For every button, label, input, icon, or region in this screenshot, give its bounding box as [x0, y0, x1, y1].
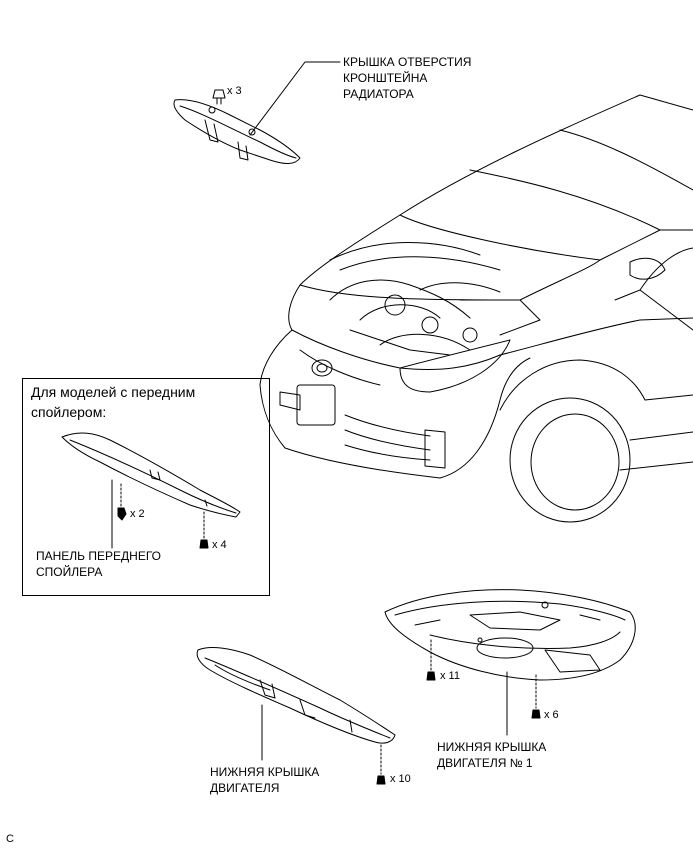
- engine-under-cover-1-part: [384, 589, 636, 736]
- label-radiator-cover: КРЫШКА ОТВЕРСТИЯ КРОНШТЕЙНА РАДИАТОРА: [343, 55, 472, 101]
- label-engine-under-cover-1: НИЖНЯЯ КРЫШКА ДВИГАТЕЛЯ № 1: [437, 740, 547, 770]
- label-engine-under-cover: НИЖНЯЯ КРЫШКА ДВИГАТЕЛЯ: [210, 765, 320, 795]
- qty-spoiler-clips: x 4: [212, 539, 227, 551]
- qty-under-cover-1-screws: x 11: [440, 670, 460, 682]
- vehicle-front: [259, 94, 693, 523]
- qty-under-cover-1-bolts: x 6: [544, 709, 559, 721]
- qty-radiator-cover-clips: x 3: [227, 85, 242, 97]
- inset-title: Для моделей с передним спойлером:: [31, 384, 196, 420]
- front-spoiler-inset-box: [22, 378, 270, 596]
- radiator-cover-part: [173, 61, 341, 164]
- engine-under-cover-part: [196, 647, 396, 785]
- qty-spoiler-screws: x 2: [130, 508, 145, 520]
- label-front-spoiler-panel: ПАНЕЛЬ ПЕРЕДНЕГО СПОЙЛЕРА: [36, 549, 161, 579]
- qty-under-cover-bolts: x 10: [390, 773, 411, 785]
- front-spoiler-panel-part: [61, 432, 241, 549]
- figure-code: C: [6, 833, 14, 845]
